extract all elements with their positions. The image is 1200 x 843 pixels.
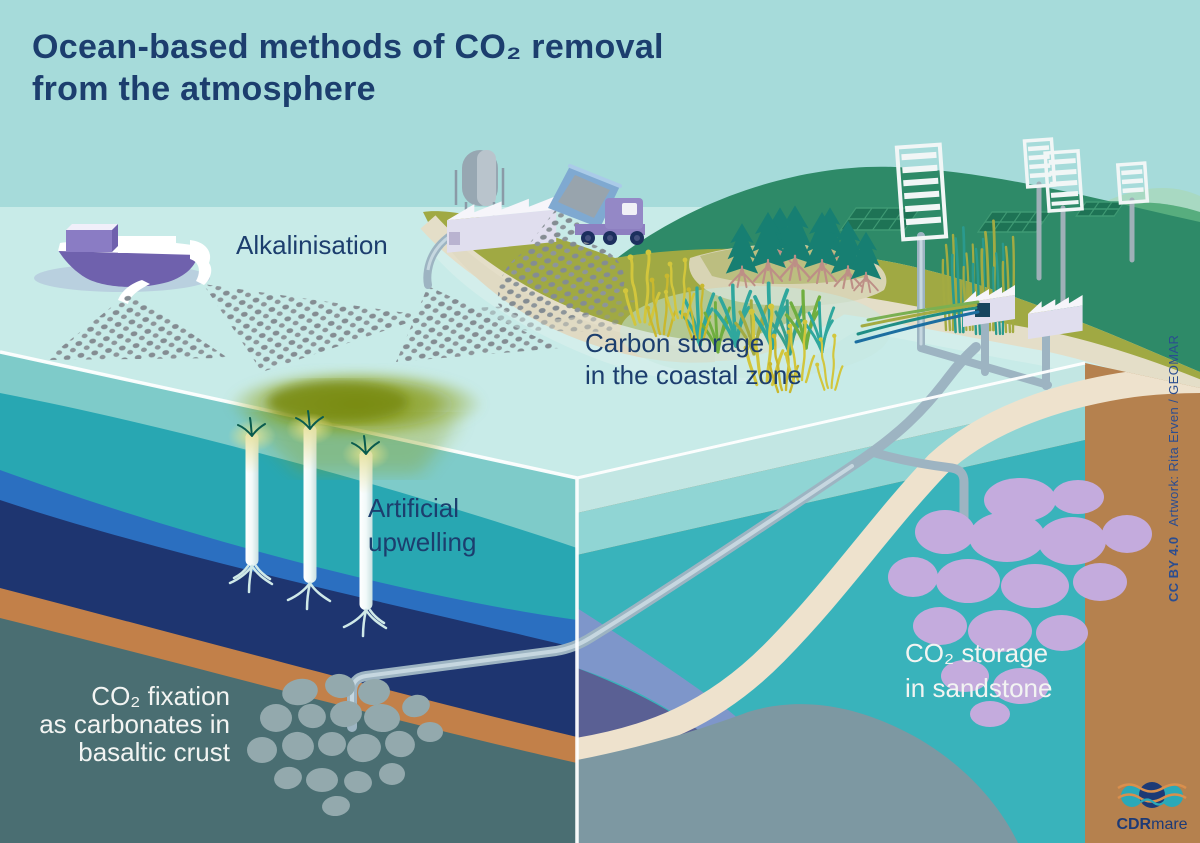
attribution-label: Artwork: Rita Erven / GEOMAR: [1166, 335, 1181, 527]
container-top: [66, 224, 118, 230]
artificial-upwelling-scene: [228, 370, 484, 638]
license-label: CC BY 4.0: [1166, 537, 1181, 603]
basalt-rocks: [247, 673, 443, 817]
cdrmare-logo: CDRmare: [1116, 782, 1188, 833]
pipe-to-sandstone: [867, 447, 969, 533]
discharge-chute-icon: [190, 240, 212, 285]
slate-formation: [577, 704, 1018, 843]
page-title: from the atmosphere: [32, 70, 376, 108]
processing-plant-icon: [963, 285, 1015, 327]
alkalinisation-scene: [34, 224, 560, 372]
sandstone-storage-label: in sandstone: [905, 673, 1052, 703]
method-labels: Ocean-based methods of CO₂ removal from …: [32, 28, 1052, 767]
logo-wordmark: CDRmare: [1116, 816, 1187, 833]
upwelling-pipes-icon: [228, 410, 390, 638]
plant-door: [975, 303, 990, 317]
logo-wave: [1140, 798, 1165, 806]
seaweed-farm-plots-icon: [839, 201, 1126, 233]
material-pile: [497, 240, 625, 320]
shore-facilities: [854, 137, 1150, 344]
sand-layer-band: [577, 367, 1200, 765]
container-icon: [66, 230, 112, 252]
factory-door: [449, 232, 460, 245]
ship-icon: [58, 224, 212, 304]
upwelling-label: upwelling: [368, 527, 476, 557]
credit-text: CC BY 4.0 Artwork: Rita Erven / GEOMAR: [1166, 335, 1181, 602]
basalt-fixation-label: basaltic crust: [78, 737, 230, 767]
basalt-fixation-label: CO₂ fixation: [91, 681, 230, 711]
truck-window: [622, 203, 637, 215]
upwelling-label: Artificial: [368, 493, 459, 523]
ocean-cross-section: [0, 352, 577, 843]
page-title: Ocean-based methods of CO₂ removal: [32, 28, 664, 66]
hills: [612, 166, 1200, 372]
alkalinisation-label: Alkalinisation: [236, 230, 388, 260]
alkaline-particle-fan: [203, 284, 428, 372]
alkaline-particle-fan: [45, 292, 228, 360]
alkalinity-plant: [447, 150, 645, 332]
alkaline-particle-fan: [396, 286, 560, 362]
seaweed-conveyor-streams: [854, 300, 980, 344]
logo-wave: [1117, 783, 1187, 793]
co2-bubbles: [888, 478, 1152, 727]
sandstone-storage-label: CO₂ storage: [905, 638, 1048, 668]
basalt-fixation-label: as carbonates in: [39, 709, 230, 739]
coastal-storage-label: in the coastal zone: [585, 360, 802, 390]
coastal-storage-label: Carbon storage: [585, 328, 764, 358]
dac-panel-icon: [894, 137, 1150, 242]
